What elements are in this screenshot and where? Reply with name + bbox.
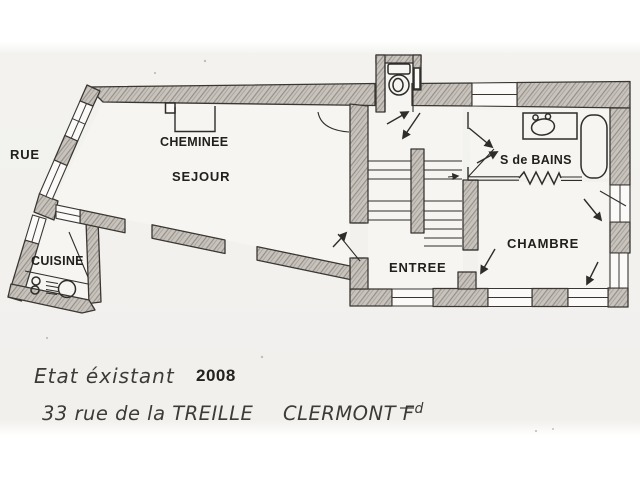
sejour-floor	[52, 102, 350, 266]
window	[487, 287, 533, 308]
address-street: 33 rue de la TREILLE	[42, 402, 253, 425]
room-label-salle-de-bains: S de BAINS	[500, 153, 572, 167]
kitchen-sink-icon	[57, 279, 77, 299]
wall-right-upper	[609, 107, 631, 186]
wall-right-mid	[609, 221, 631, 254]
kitchen-door-leaf	[68, 231, 89, 278]
sejour-door-arrow	[332, 231, 348, 248]
window	[609, 252, 629, 289]
wc-cistern	[413, 67, 421, 90]
bathtub-icon	[580, 114, 608, 179]
wall-hall-upper	[349, 103, 369, 224]
scan-specks	[45, 59, 554, 433]
window-segments	[24, 81, 631, 308]
bedroom-right-arrow	[583, 198, 603, 222]
sejour-door-leaf	[337, 233, 361, 262]
wall-right-corner	[607, 287, 629, 308]
wall-hall-lower	[349, 257, 369, 290]
radiator-icon	[518, 170, 562, 186]
room-label-chambre: CHAMBRE	[507, 236, 579, 251]
window	[64, 100, 94, 142]
kitchen	[24, 231, 89, 299]
bedroom-door-arrow	[480, 248, 496, 275]
stair-direction-arrow	[447, 173, 460, 181]
wc	[384, 62, 421, 112]
stair-up-arrow	[386, 111, 410, 125]
room-label-cheminee: CHEMINEE	[160, 135, 228, 149]
stair-treads	[368, 160, 462, 247]
window	[567, 287, 609, 308]
window	[24, 214, 47, 245]
bath-door-arrow	[468, 127, 494, 149]
sink-icon	[522, 112, 578, 140]
address-note: 33 rue de la TREILLE CLERMONT Fd	[42, 401, 424, 425]
bedroom-window-arrow	[586, 261, 599, 286]
wall-kitchen-bottom	[7, 283, 96, 314]
room-labels: RUE CHEMINEE SEJOUR CUISINE ENTREE S de …	[10, 135, 579, 275]
staircase	[368, 148, 462, 247]
walls	[7, 54, 631, 314]
wc-door-arrow	[401, 112, 421, 140]
wall-wc-left	[375, 54, 386, 113]
wall-sejour-south-2	[151, 224, 226, 255]
bathroom	[467, 112, 608, 186]
wall-top-left	[87, 82, 376, 107]
room-label-entree: ENTREE	[389, 260, 447, 275]
window	[38, 159, 68, 200]
wall-sejour-south-3	[256, 245, 351, 281]
annotations: Etat éxistant 2008 33 rue de la TREILLE C…	[34, 364, 424, 425]
door-swing-arrows	[317, 111, 627, 286]
wall-bedroom-lower	[457, 271, 477, 290]
door-arc	[317, 111, 350, 133]
bathroom-walls	[467, 112, 582, 181]
wc-outline	[384, 62, 414, 112]
bath-door-leaf	[467, 148, 495, 178]
room-label-sejour: SEJOUR	[172, 169, 230, 184]
wall-bottom-1	[349, 288, 393, 307]
wall-bedroom-upper	[462, 179, 479, 251]
room-floors	[24, 58, 610, 299]
kitchen-floor	[24, 206, 94, 299]
bedroom-floor	[478, 182, 608, 288]
address-city-superscript: d	[414, 401, 423, 417]
wall-bottom-2	[432, 287, 489, 308]
counter-edge	[24, 270, 89, 285]
wall-bottom-3	[531, 287, 569, 308]
toilet-icon	[387, 63, 411, 96]
room-label-rue: RUE	[10, 147, 40, 162]
bedroom-door-leaf	[599, 190, 627, 207]
year-note: 2008	[196, 366, 236, 385]
wall-kitchen-right	[85, 218, 102, 305]
status-note: Etat éxistant	[34, 364, 175, 388]
window	[609, 184, 631, 223]
chimney	[164, 102, 216, 133]
window	[391, 288, 434, 307]
wall-top-right	[516, 80, 631, 109]
address-city: CLERMONT F	[283, 402, 415, 425]
stove-burners-icon	[30, 276, 59, 296]
chimney-outline	[174, 106, 216, 133]
window	[471, 81, 518, 108]
room-label-cuisine: CUISINE	[31, 254, 84, 268]
window	[55, 204, 81, 224]
chimney-notch	[164, 102, 176, 114]
bath-label-arrow	[476, 151, 499, 164]
stair-stringer	[410, 148, 425, 234]
